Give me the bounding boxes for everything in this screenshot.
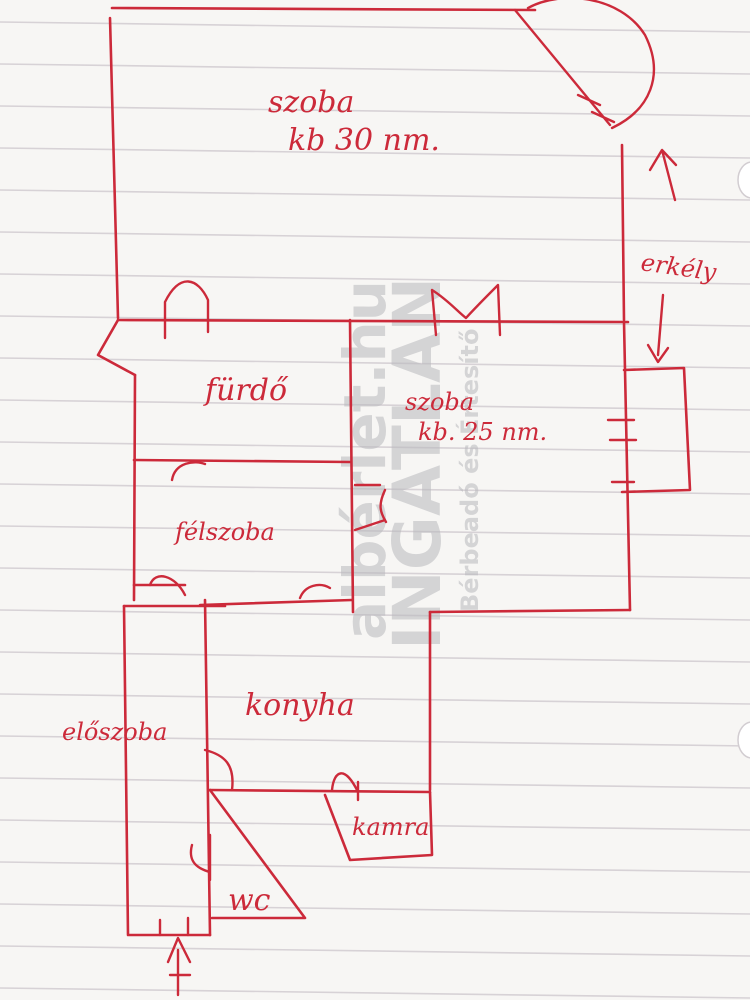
pantry-walls <box>323 790 434 862</box>
kitchen-label: konyha <box>245 688 355 723</box>
rule-line <box>0 63 750 75</box>
wc-door <box>189 833 212 882</box>
watermark-site: albérlet.hu <box>331 280 399 640</box>
middle-horizontal-wall <box>116 318 630 324</box>
kitchen-left-wall <box>203 598 212 937</box>
rule-line <box>0 189 750 201</box>
left-wall-top <box>108 16 120 320</box>
lower-bottom-wall <box>428 608 632 614</box>
pantry-label: kamra <box>352 813 429 841</box>
rule-line <box>0 651 750 663</box>
entrance-door-marks <box>158 916 190 937</box>
double-door-big-room <box>430 283 502 337</box>
walls <box>96 6 692 937</box>
rule-line <box>0 147 750 159</box>
toilet-label: wc <box>228 883 271 918</box>
rule-line <box>0 21 750 33</box>
binder-hole-bottom <box>737 721 750 759</box>
corner-door-marks <box>576 93 616 124</box>
arrows <box>166 148 678 997</box>
entrance-arrow-icon <box>166 936 192 997</box>
bath-bottom-wall <box>132 458 352 464</box>
watermark-brand: INGATLAN <box>379 277 456 650</box>
big-room-name: szoba <box>268 85 354 120</box>
room-labels: szoba kb 30 nm. fürdő szoba kb. 25 nm. f… <box>62 85 718 918</box>
right-wall-lower <box>622 320 632 612</box>
big-room-area: kb 30 nm. <box>288 123 440 158</box>
notebook-rules <box>0 21 750 999</box>
rule-line <box>0 945 750 957</box>
door-big-room-left <box>163 280 210 340</box>
bath-door <box>170 461 207 482</box>
rule-line <box>0 903 750 915</box>
balcony-label: erkély <box>639 248 718 286</box>
half-room-label: félszoba <box>173 518 275 546</box>
second-room-name: szoba <box>405 388 474 416</box>
binder-holes <box>737 161 750 759</box>
balcony-wall-ticks <box>606 418 638 484</box>
bathroom-label: fürdő <box>203 373 289 408</box>
watermark: albérlet.hu INGATLAN Bérbeadó és Értesít… <box>331 277 484 650</box>
rule-line <box>0 861 750 873</box>
watermark-tagline: Bérbeadó és Értesítő <box>455 329 484 612</box>
rule-line <box>0 231 750 243</box>
balcony-frame <box>620 366 692 494</box>
rule-line <box>0 105 750 117</box>
halfroom-bottom-wall <box>132 583 354 607</box>
halfroom-door-2 <box>298 583 332 600</box>
rule-line <box>0 525 750 537</box>
right-wall-top <box>620 143 626 322</box>
corner-door-swing <box>513 0 655 130</box>
top-wall <box>110 6 537 12</box>
rule-line <box>0 987 750 999</box>
rule-line <box>0 819 750 831</box>
doors <box>148 0 655 937</box>
kitchen-bottom-wall <box>208 788 432 794</box>
balcony-arrow-icon <box>648 148 678 202</box>
pantry-door <box>330 772 360 802</box>
balcony-arrow-down-icon <box>646 293 670 364</box>
halfroom-door <box>148 575 187 597</box>
rule-line <box>0 693 750 705</box>
second-room-door <box>353 483 388 532</box>
rule-line <box>0 441 750 453</box>
bath-left-wall <box>132 373 137 602</box>
wc-walls <box>208 788 307 920</box>
kitchen-door <box>203 748 234 792</box>
rule-line <box>0 567 750 579</box>
binder-hole-top <box>737 161 750 199</box>
hall-outer-wall <box>122 604 212 937</box>
rule-line <box>0 777 750 789</box>
lower-left-notch <box>96 318 137 377</box>
second-room-area: kb. 25 nm. <box>418 418 547 446</box>
rule-line <box>0 273 750 285</box>
center-vertical-wall <box>348 318 355 614</box>
hall-label: előszoba <box>62 718 167 746</box>
